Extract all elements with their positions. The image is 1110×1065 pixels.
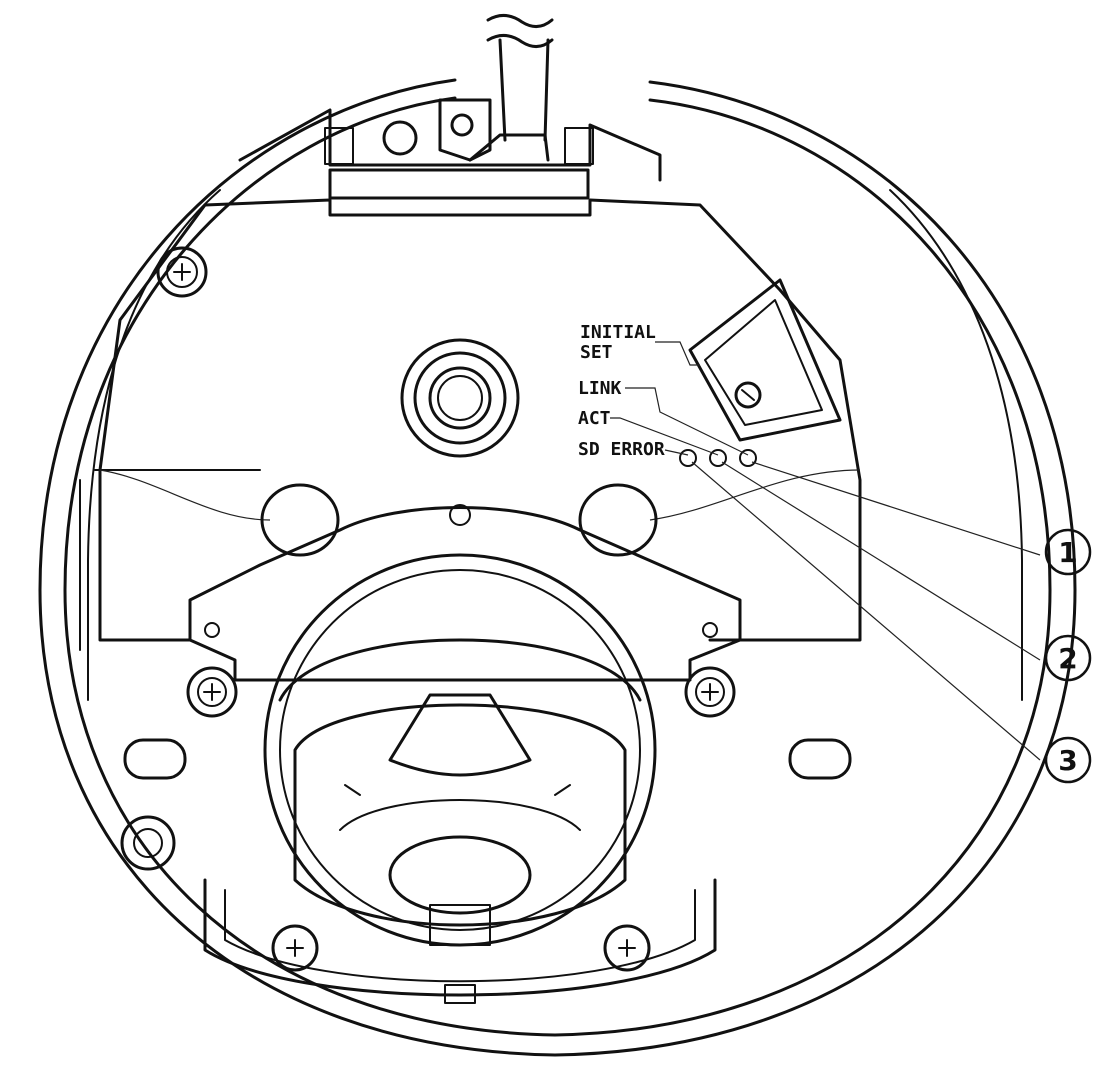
screw-icon (271, 924, 319, 972)
cable (486, 14, 554, 142)
initial-set-label-line1: INITIAL (580, 322, 656, 343)
callout-2: 2 (1044, 634, 1092, 682)
initial-set-label-line2: SET (580, 342, 613, 363)
callout-leaders (691, 461, 1041, 761)
bottom-ring (203, 878, 717, 1004)
link-label: LINK (578, 378, 622, 399)
svg-text:2: 2 (1058, 642, 1077, 675)
screw-icon (186, 666, 238, 718)
top-mount (238, 98, 662, 200)
mount-slot (120, 738, 852, 871)
led-indicator-icon (679, 449, 757, 467)
screw-icon (603, 924, 651, 972)
svg-text:1: 1 (1058, 536, 1077, 569)
callout-1: 1 (1044, 528, 1092, 576)
inner-board (79, 198, 862, 651)
svg-text:3: 3 (1058, 744, 1077, 777)
lens-assembly (263, 553, 657, 947)
initial-set-button (688, 278, 842, 442)
screw-icon (684, 666, 736, 718)
center-socket (400, 338, 520, 458)
label-leaders (610, 341, 749, 456)
callout-3: 3 (1044, 736, 1092, 784)
sd-error-label: SD ERROR (578, 439, 665, 460)
lens-bracket (188, 483, 742, 682)
act-label: ACT (578, 408, 611, 429)
housing (38, 78, 1077, 1057)
screw-icon (156, 246, 208, 298)
